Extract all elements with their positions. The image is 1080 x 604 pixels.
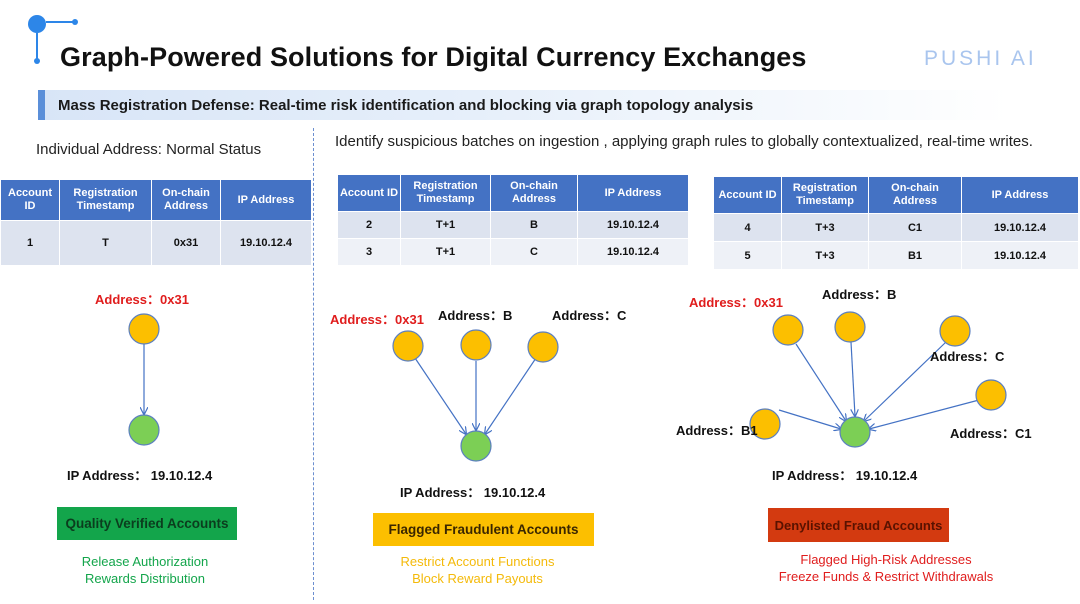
col-ip-address: IP Address [220, 179, 312, 221]
page-title: Graph-Powered Solutions for Digital Curr… [60, 42, 807, 72]
table-cell: T+1 [400, 211, 491, 239]
table-cell: B1 [868, 241, 962, 270]
address-label: Address：C1 [950, 426, 1032, 441]
note-item: Block Reward Payouts [412, 571, 543, 586]
address-node [749, 408, 781, 440]
address-node [939, 315, 971, 347]
table-cell: 19.10.12.4 [220, 220, 312, 266]
table-cell: 19.10.12.4 [577, 211, 689, 239]
table-cell: 3 [337, 238, 401, 266]
edge [485, 357, 537, 434]
address-label: Address：B [822, 287, 897, 302]
table-cell: T+1 [400, 238, 491, 266]
address-node [772, 314, 804, 346]
edge [864, 341, 947, 421]
note-list: Release Authorization Rewards Distributi… [40, 553, 250, 587]
table-cell: C [490, 238, 578, 266]
badge-flagged: Flagged Fraudulent Accounts [373, 513, 594, 546]
table-row: 1 T 0x31 19.10.12.4 [0, 220, 312, 266]
col-onchain-address: On-chain Address [490, 174, 578, 212]
table-row: 4 T+3 C1 19.10.12.4 [713, 213, 1079, 242]
ip-node [839, 416, 871, 448]
address-label: Address：B [438, 308, 513, 323]
middle-table: Account ID Registration Timestamp On-cha… [337, 174, 689, 266]
note-item: Rewards Distribution [85, 571, 205, 586]
note-list: Flagged High-Risk Addresses Freeze Funds… [745, 551, 1027, 585]
note-list: Restrict Account Functions Block Reward … [370, 553, 585, 587]
address-label: Address：0x31 [330, 312, 424, 327]
edge [414, 357, 466, 434]
table-cell: 5 [713, 241, 782, 270]
table-row: 5 T+3 B1 19.10.12.4 [713, 241, 1079, 270]
logo-icon [28, 15, 78, 64]
col-registration-timestamp: Registration Timestamp [59, 179, 152, 221]
table-cell: T [59, 220, 152, 266]
col-ip-address: IP Address [577, 174, 689, 212]
address-label: Address：C [930, 349, 1005, 364]
table-cell: T+3 [781, 241, 869, 270]
ip-label: IP Address： 19.10.12.4 [400, 485, 546, 500]
edge [869, 399, 980, 429]
badge-verified: Quality Verified Accounts [57, 507, 237, 540]
left-table: Account ID Registration Timestamp On-cha… [0, 179, 312, 266]
address-node [392, 330, 424, 362]
right-table: Account ID Registration Timestamp On-cha… [713, 176, 1079, 270]
col-ip-address: IP Address [961, 176, 1079, 214]
ip-label: IP Address： 19.10.12.4 [67, 468, 213, 483]
table-cell: 19.10.12.4 [961, 241, 1079, 270]
address-label: Address：B1 [676, 423, 758, 438]
table-cell: 2 [337, 211, 401, 239]
address-node [975, 379, 1007, 411]
address-label: Address：0x31 [689, 295, 783, 310]
col-onchain-address: On-chain Address [151, 179, 221, 221]
note-item: Flagged High-Risk Addresses [800, 552, 972, 567]
table-cell: 19.10.12.4 [577, 238, 689, 266]
edge [778, 409, 841, 429]
table-row: 3 T+1 C 19.10.12.4 [337, 238, 689, 266]
ip-node [128, 414, 160, 446]
table-cell: T+3 [781, 213, 869, 242]
subtitle-accent [38, 90, 45, 120]
right-heading: Identify suspicious batches on ingestion… [335, 133, 1033, 150]
address-label: Address：0x31 [95, 292, 189, 307]
note-item: Restrict Account Functions [400, 554, 555, 569]
left-heading: Individual Address: Normal Status [36, 141, 262, 158]
subtitle: Mass Registration Defense: Real-time ris… [58, 97, 754, 114]
col-account-id: Account ID [337, 174, 401, 212]
table-cell: C1 [868, 213, 962, 242]
ip-node [460, 430, 492, 462]
ip-label: IP Address： 19.10.12.4 [772, 468, 918, 483]
subtitle-bar [38, 90, 1008, 120]
address-label: Address：C [552, 308, 627, 323]
address-node [128, 313, 160, 345]
table-row: 2 T+1 B 19.10.12.4 [337, 211, 689, 239]
address-node [527, 331, 559, 363]
badge-denylisted: Denylisted Fraud Accounts [768, 508, 949, 542]
edge [795, 343, 846, 421]
note-item: Freeze Funds & Restrict Withdrawals [778, 569, 994, 584]
col-account-id: Account ID [0, 179, 60, 221]
table-cell: 1 [0, 220, 60, 266]
address-node [834, 311, 866, 343]
panel-divider [313, 128, 314, 600]
col-registration-timestamp: Registration Timestamp [781, 176, 869, 214]
table-cell: 19.10.12.4 [961, 213, 1079, 242]
brand-logo: PUSHI AI [924, 47, 1037, 70]
note-item: Release Authorization [81, 554, 209, 569]
col-account-id: Account ID [713, 176, 782, 214]
col-registration-timestamp: Registration Timestamp [400, 174, 491, 212]
col-onchain-address: On-chain Address [868, 176, 962, 214]
edge [850, 341, 855, 416]
table-cell: 0x31 [151, 220, 221, 266]
address-node [460, 329, 492, 361]
